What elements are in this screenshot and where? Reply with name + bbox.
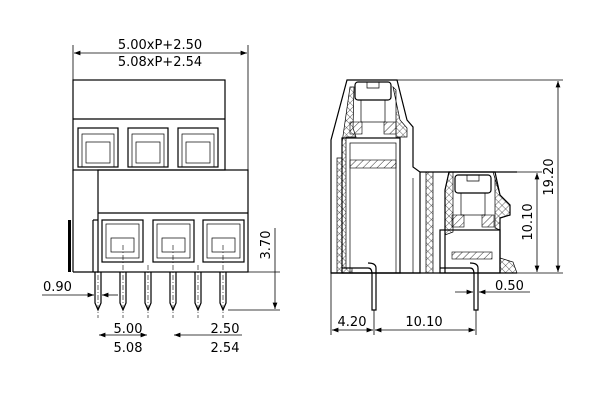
upper-housing [72, 79, 226, 171]
dim-pitch-508: 5.08 [114, 341, 143, 356]
dim-overall-width-500: 5.00xP+2.50 [118, 38, 202, 53]
pins [94, 245, 227, 318]
dim-pin-thickness: 0.50 [495, 279, 524, 294]
dim-overall-width-508: 5.08xP+2.54 [118, 55, 202, 70]
dim-lower-height: 10.10 [521, 203, 536, 240]
front-view: 5.00xP+2.50 5.08xP+2.54 3.70 0.90 5.00 5… [42, 38, 280, 356]
side-view: 19.20 10.10 0.50 4.20 10.10 [330, 79, 563, 335]
dim-pitch-500: 5.00 [114, 322, 143, 337]
lower-wire-entries [101, 219, 245, 263]
dim-offset-254: 2.54 [211, 341, 240, 356]
dim-pin-length: 3.70 [259, 231, 274, 260]
dim-total-height: 19.20 [542, 158, 557, 195]
side-pins [342, 262, 479, 311]
lower-screw [454, 174, 492, 194]
upper-wire-entries [77, 127, 219, 168]
dim-offset-250: 2.50 [211, 322, 240, 337]
upper-screw [354, 81, 392, 101]
dim-front-offset: 4.20 [338, 315, 367, 330]
dim-pin-width: 0.90 [43, 280, 72, 295]
dim-row-spacing: 10.10 [405, 315, 442, 330]
tall-housing [330, 79, 421, 274]
side-rib [68, 220, 71, 272]
